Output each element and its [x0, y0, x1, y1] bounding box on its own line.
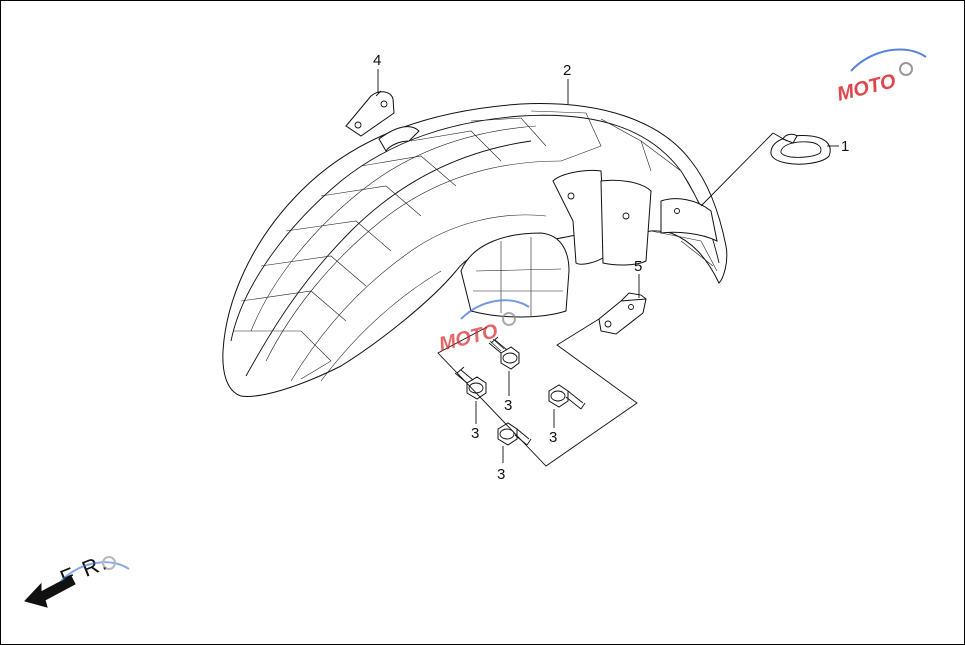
callout-part-3: 3	[504, 397, 512, 414]
arrow-icon	[24, 575, 76, 608]
gear-icon	[502, 312, 516, 326]
top-bracket	[345, 90, 420, 152]
bolt-3	[548, 384, 586, 410]
watermark-logo-top: MOTO	[835, 48, 927, 106]
front-direction-arrow: F R.	[24, 549, 112, 608]
gear-icon	[102, 556, 116, 570]
leader-lines	[377, 69, 839, 467]
bolt-4	[497, 422, 532, 446]
callout-part-3: 3	[471, 425, 479, 442]
plate-bracket	[598, 292, 647, 335]
swoosh-icon	[460, 299, 530, 320]
watermark-logo-bottom	[60, 556, 130, 582]
callout-part-1: 1	[841, 138, 849, 155]
bolt-2	[454, 366, 487, 400]
callout-part-3: 3	[497, 466, 505, 483]
callout-part-5: 5	[634, 258, 642, 275]
callout-part-3: 3	[549, 429, 557, 446]
grommet	[770, 133, 831, 165]
callout-part-2: 2	[563, 62, 571, 79]
watermark-text: MOTO	[437, 320, 501, 356]
gear-icon	[899, 62, 913, 76]
swoosh-icon	[60, 561, 130, 582]
bolt-1	[488, 336, 520, 370]
front-fender	[222, 103, 728, 397]
watermark-text: MOTO	[835, 70, 899, 106]
direction-label: F R.	[57, 549, 112, 591]
swoosh-icon	[850, 48, 927, 72]
callout-part-4: 4	[373, 52, 381, 69]
